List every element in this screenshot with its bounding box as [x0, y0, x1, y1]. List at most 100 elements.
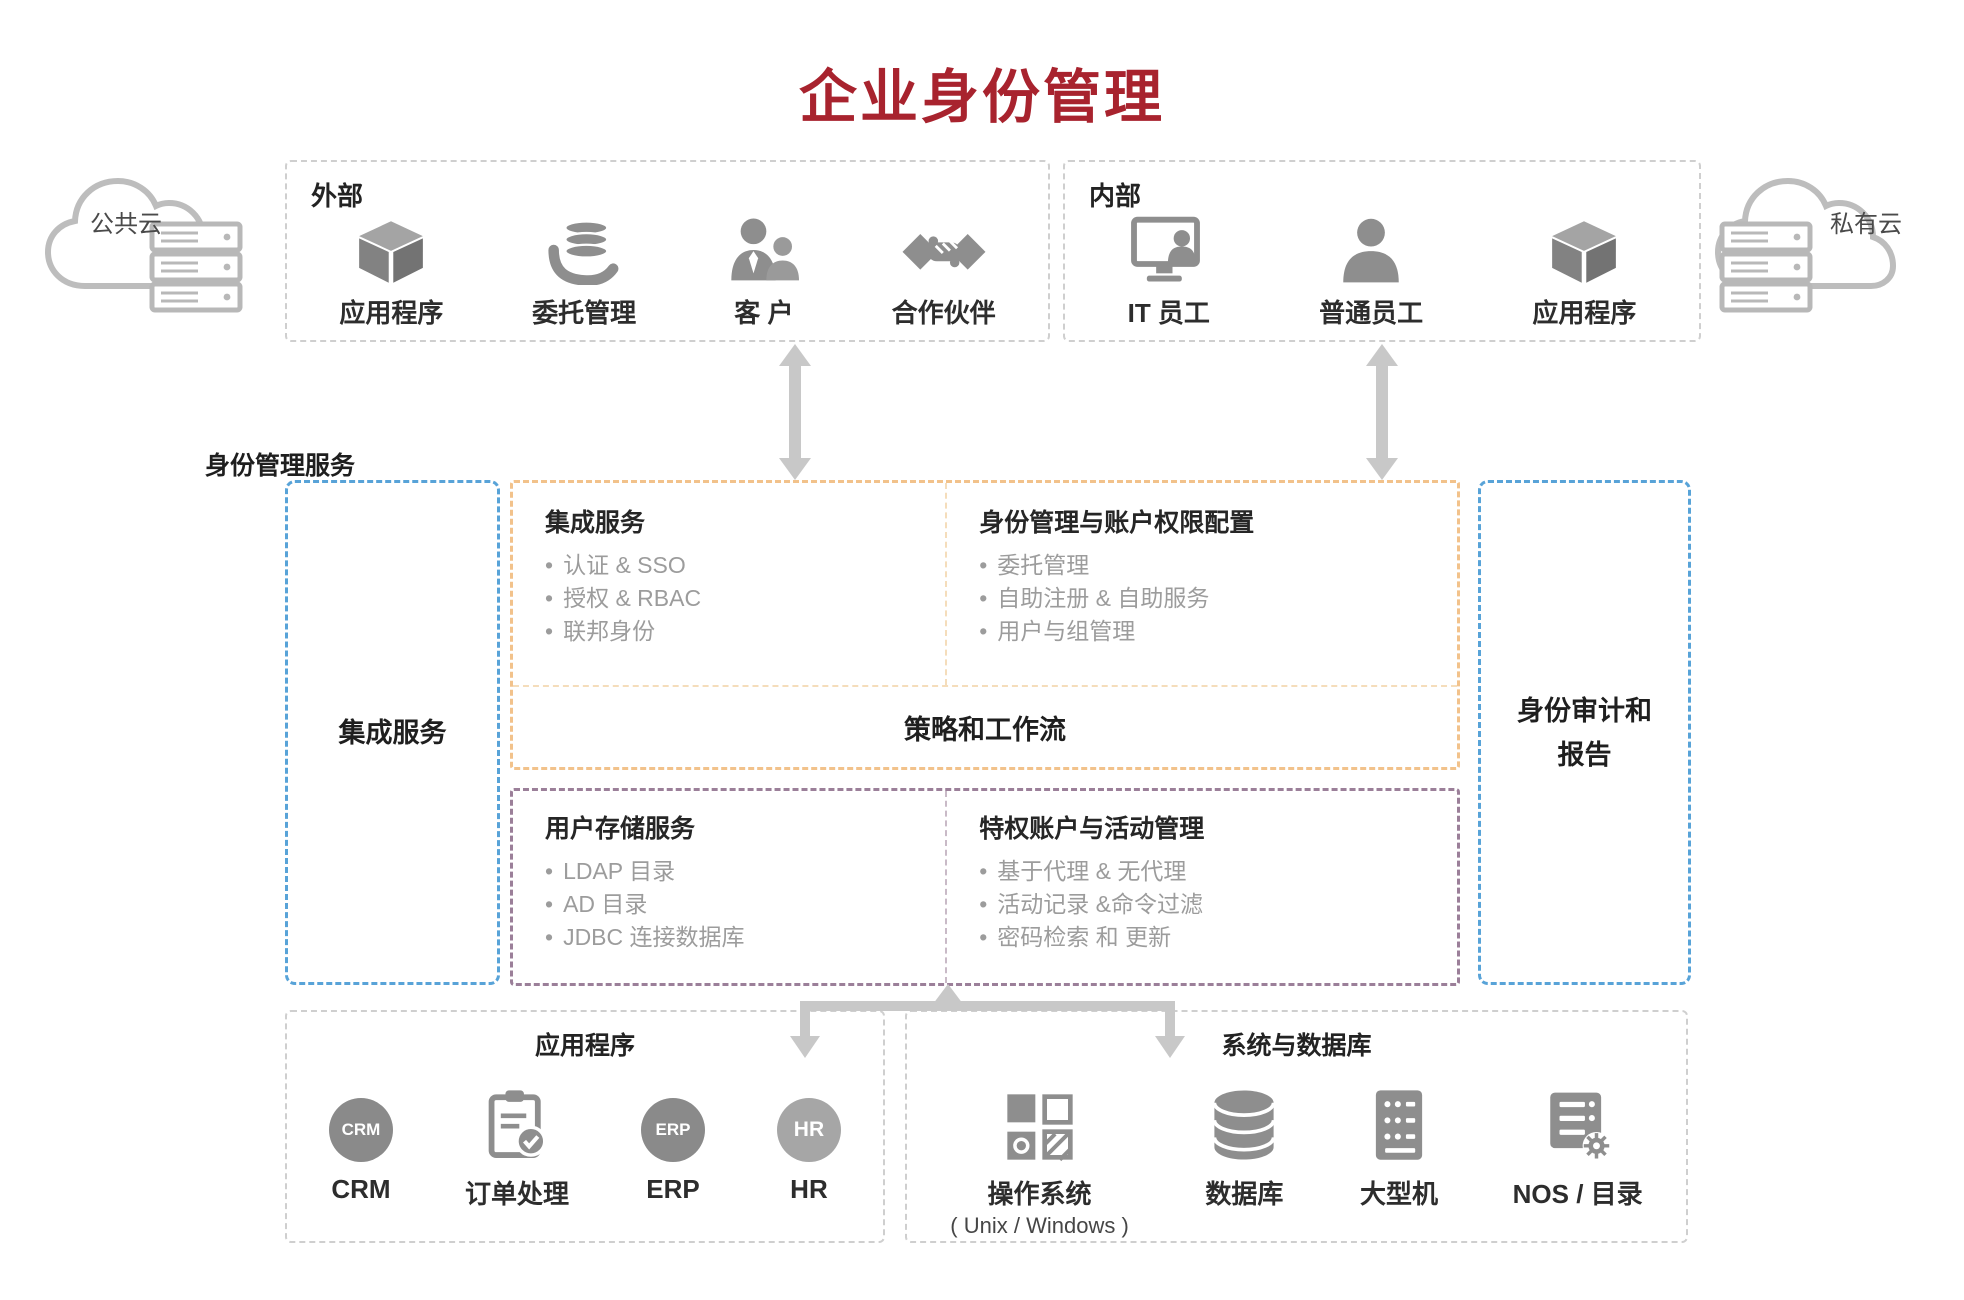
bullet-item: 联邦身份 [545, 615, 935, 648]
applications-label: 应用程序 [534, 1032, 635, 1060]
system-item-nos-directory: NOS / 目录 [1513, 1060, 1643, 1211]
panel-label-line2: 报告 [1557, 739, 1612, 770]
column-title: 集成服务 [545, 509, 646, 537]
systems-items: 操作系统 ( Unix / Windows ) 数据库 [913, 1060, 1680, 1238]
item-label: 普通员工 [1319, 298, 1424, 328]
identity-core-panel: 集成服务 认证 & SSO 授权 & RBAC 联邦身份 身份管理与账户权限配置… [510, 480, 1460, 770]
systems-label: 系统与数据库 [1221, 1032, 1372, 1060]
system-item-mainframe: 大型机 [1360, 1060, 1438, 1211]
external-item-partners: 合作伙伴 [892, 197, 996, 330]
crm-badge-icon: CRM [328, 1060, 393, 1162]
system-item-database: 数据库 [1203, 1060, 1285, 1211]
bullet-item: 授权 & RBAC [545, 582, 935, 615]
item-label: 操作系统 [987, 1179, 1092, 1209]
erp-badge-text: ERP [640, 1098, 705, 1162]
delegated-admin-hand-icon [545, 197, 623, 285]
applications-items: CRM CRM 订单处理 [293, 1060, 877, 1237]
privileged-account-column: 特权账户与活动管理 基于代理 & 无代理 活动记录 &命令过滤 密码检索 和 更… [947, 791, 1457, 983]
external-item-applications: 应用程序 [339, 197, 443, 330]
bullet-item: 自助注册 & 自助服务 [979, 582, 1447, 615]
user-storage-column: 用户存储服务 LDAP 目录 AD 目录 JDBC 连接数据库 [513, 791, 948, 983]
storage-columns: 用户存储服务 LDAP 目录 AD 目录 JDBC 连接数据库 特权账户与活动管… [513, 791, 1457, 983]
integration-services-panel: 集成服务 [285, 480, 500, 985]
it-staff-workstation-icon [1128, 197, 1210, 285]
erp-badge-icon: ERP [640, 1060, 705, 1162]
external-item-delegated-admin: 委托管理 [532, 197, 636, 330]
item-label: CRM [331, 1174, 391, 1204]
internal-item-applications: 应用程序 [1532, 197, 1636, 330]
panel-label: 集成服务 [338, 717, 447, 748]
internal-item-employee: 普通员工 [1319, 197, 1423, 330]
order-clipboard-icon [479, 1060, 555, 1162]
crm-badge-text: CRM [328, 1098, 393, 1162]
private-cloud: 私有云 [1700, 158, 1930, 328]
nos-directory-server-icon [1538, 1060, 1618, 1162]
bullet-item: AD 目录 [545, 888, 935, 921]
external-group: 外部 应用程序 [285, 160, 1050, 342]
private-cloud-label: 私有云 [1830, 211, 1902, 238]
server-icon [149, 221, 243, 313]
page-title: 企业身份管理 [798, 65, 1165, 130]
app-item-orders: 订单处理 [465, 1060, 569, 1211]
internal-item-it-staff: IT 员工 [1128, 197, 1210, 330]
internal-label: 内部 [1089, 181, 1142, 211]
identity-audit-panel: 身份审计和 报告 [1478, 480, 1691, 985]
partners-handshake-icon [900, 197, 988, 285]
core-integration-column: 集成服务 认证 & SSO 授权 & RBAC 联邦身份 [513, 483, 948, 685]
item-label: IT 员工 [1127, 298, 1210, 328]
item-label: 应用程序 [339, 298, 444, 328]
app-item-erp: ERP ERP [640, 1060, 705, 1205]
hr-badge-icon: HR [776, 1060, 841, 1162]
item-sublabel: ( Unix / Windows ) [950, 1213, 1129, 1238]
item-label: 客 户 [734, 298, 794, 328]
cloud-icon [1714, 177, 1897, 313]
hr-badge-text: HR [776, 1098, 841, 1162]
bullet-item: 活动记录 &命令过滤 [979, 888, 1447, 921]
core-provisioning-column: 身份管理与账户权限配置 委托管理 自助注册 & 自助服务 用户与组管理 [947, 483, 1457, 685]
bullet-item: LDAP 目录 [545, 855, 935, 888]
external-items: 应用程序 委托管理 [295, 198, 1040, 330]
bullet-item: 委托管理 [979, 549, 1447, 582]
item-label: 大型机 [1360, 1179, 1439, 1209]
public-cloud: 公共云 [30, 158, 260, 328]
customers-people-icon [725, 197, 803, 285]
employee-person-icon [1334, 197, 1408, 285]
item-label: ERP [646, 1174, 700, 1204]
os-grid-icon [1001, 1060, 1079, 1162]
application-cube-icon [1546, 197, 1622, 285]
internal-group: 内部 IT 员工 [1063, 160, 1701, 342]
column-title: 用户存储服务 [545, 815, 696, 843]
external-label: 外部 [311, 181, 364, 211]
item-label: 委托管理 [532, 298, 637, 328]
services-section-label: 身份管理服务 [205, 452, 356, 480]
item-label: 合作伙伴 [891, 298, 996, 328]
internal-items: IT 员工 普通员工 [1073, 198, 1691, 330]
server-icon [1719, 221, 1813, 313]
item-label: 应用程序 [1532, 298, 1637, 328]
core-columns: 集成服务 认证 & SSO 授权 & RBAC 联邦身份 身份管理与账户权限配置… [513, 483, 1457, 685]
public-cloud-label: 公共云 [90, 211, 162, 238]
app-item-hr: HR HR [776, 1060, 841, 1205]
database-cylinder-icon [1203, 1060, 1285, 1162]
column-title: 身份管理与账户权限配置 [979, 509, 1255, 537]
panel-label-line1: 身份审计和 [1517, 695, 1652, 726]
mainframe-server-icon [1361, 1060, 1437, 1162]
bullet-item: JDBC 连接数据库 [545, 921, 935, 954]
item-label: HR [790, 1174, 828, 1204]
applications-group: 应用程序 CRM CRM [285, 1010, 885, 1243]
bullet-item: 用户与组管理 [979, 615, 1447, 648]
item-label: 数据库 [1205, 1179, 1284, 1209]
external-item-customers: 客 户 [725, 197, 803, 330]
bullet-item: 密码检索 和 更新 [979, 921, 1447, 954]
item-label: 订单处理 [464, 1179, 569, 1209]
item-label: NOS / 目录 [1512, 1179, 1643, 1209]
cloud-icon [44, 177, 243, 313]
application-cube-icon [353, 197, 429, 285]
policy-workflow-strip: 策略和工作流 [513, 685, 1457, 767]
bullet-item: 基于代理 & 无代理 [979, 855, 1447, 888]
storage-privileged-panel: 用户存储服务 LDAP 目录 AD 目录 JDBC 连接数据库 特权账户与活动管… [510, 788, 1460, 986]
systems-group: 系统与数据库 操作系统 ( Unix / Windows ) [905, 1010, 1688, 1243]
column-title: 特权账户与活动管理 [979, 815, 1205, 843]
app-item-crm: CRM CRM [328, 1060, 393, 1205]
